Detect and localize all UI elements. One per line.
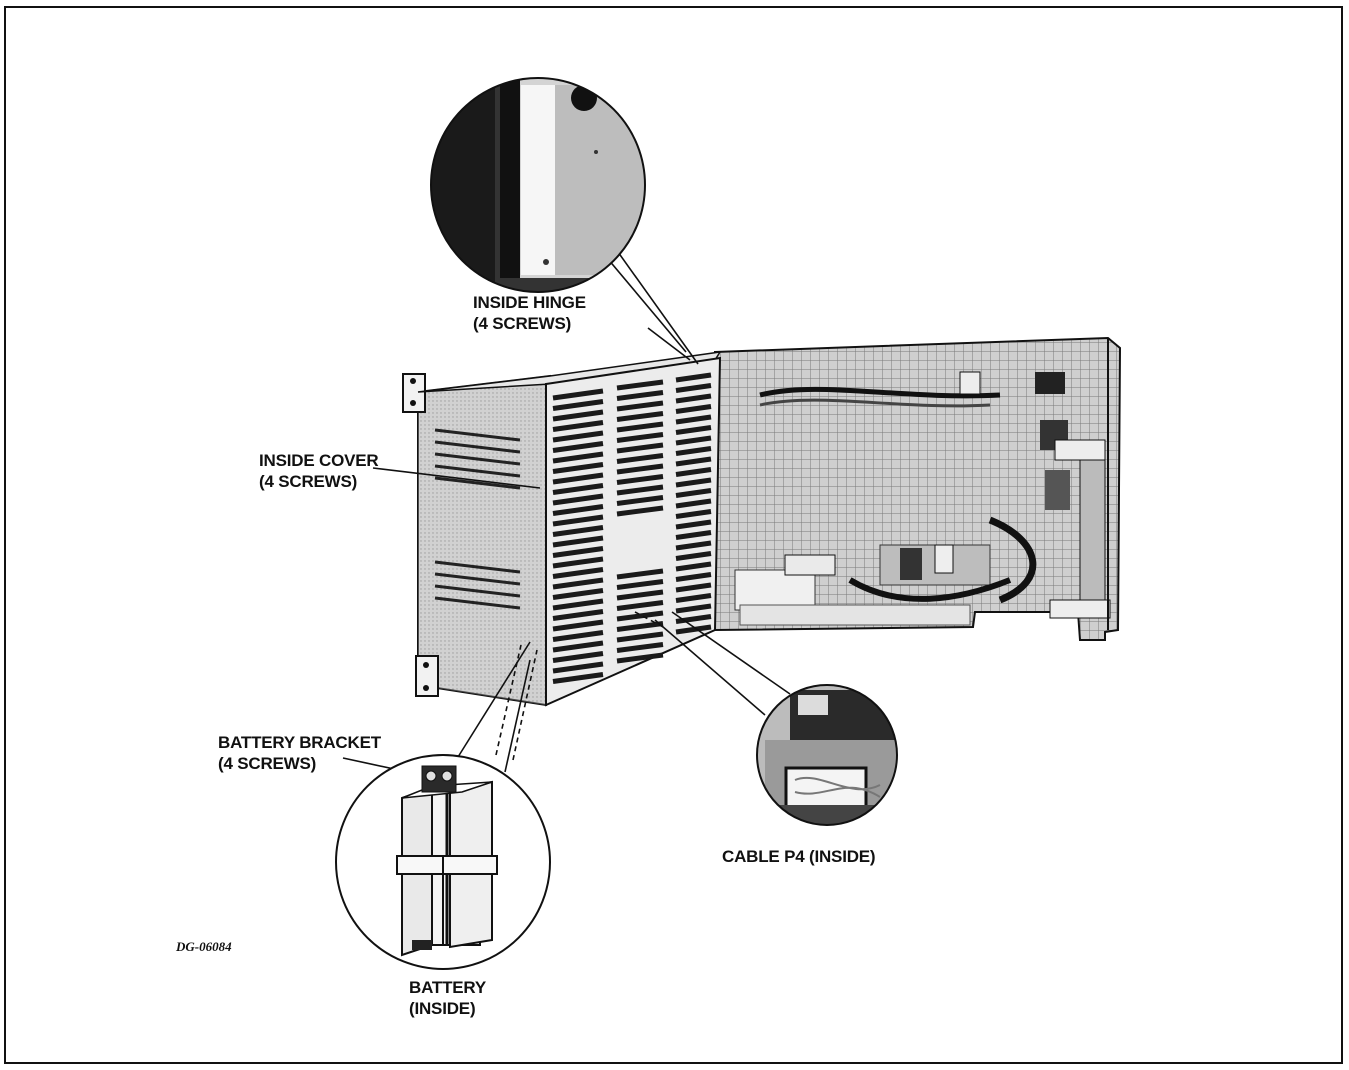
chassis-front-cover	[403, 352, 720, 705]
label-battery-bracket: BATTERY BRACKET (4 SCREWS)	[218, 732, 381, 774]
label-inside-cover-line1: INSIDE COVER	[259, 450, 378, 471]
inset-cable-p4	[750, 680, 910, 835]
label-cable-p4-line1: CABLE P4 (INSIDE)	[722, 846, 875, 867]
figure-id: DG-06084	[176, 939, 232, 955]
chassis-open-section	[715, 338, 1120, 640]
label-battery: BATTERY (INSIDE)	[409, 977, 486, 1019]
label-inside-hinge: INSIDE HINGE (4 SCREWS)	[473, 292, 586, 334]
label-inside-cover-line2: (4 SCREWS)	[259, 471, 378, 492]
inset-inside-hinge	[430, 78, 650, 298]
label-battery-line1: BATTERY	[409, 977, 486, 998]
label-inside-hinge-line1: INSIDE HINGE	[473, 292, 586, 313]
label-battery-line2: (INSIDE)	[409, 998, 486, 1019]
label-inside-hinge-line2: (4 SCREWS)	[473, 313, 586, 334]
label-battery-bracket-line2: (4 SCREWS)	[218, 753, 381, 774]
label-inside-cover: INSIDE COVER (4 SCREWS)	[259, 450, 378, 492]
inset-battery	[336, 755, 550, 969]
label-battery-bracket-line1: BATTERY BRACKET	[218, 732, 381, 753]
label-cable-p4: CABLE P4 (INSIDE)	[722, 846, 875, 867]
